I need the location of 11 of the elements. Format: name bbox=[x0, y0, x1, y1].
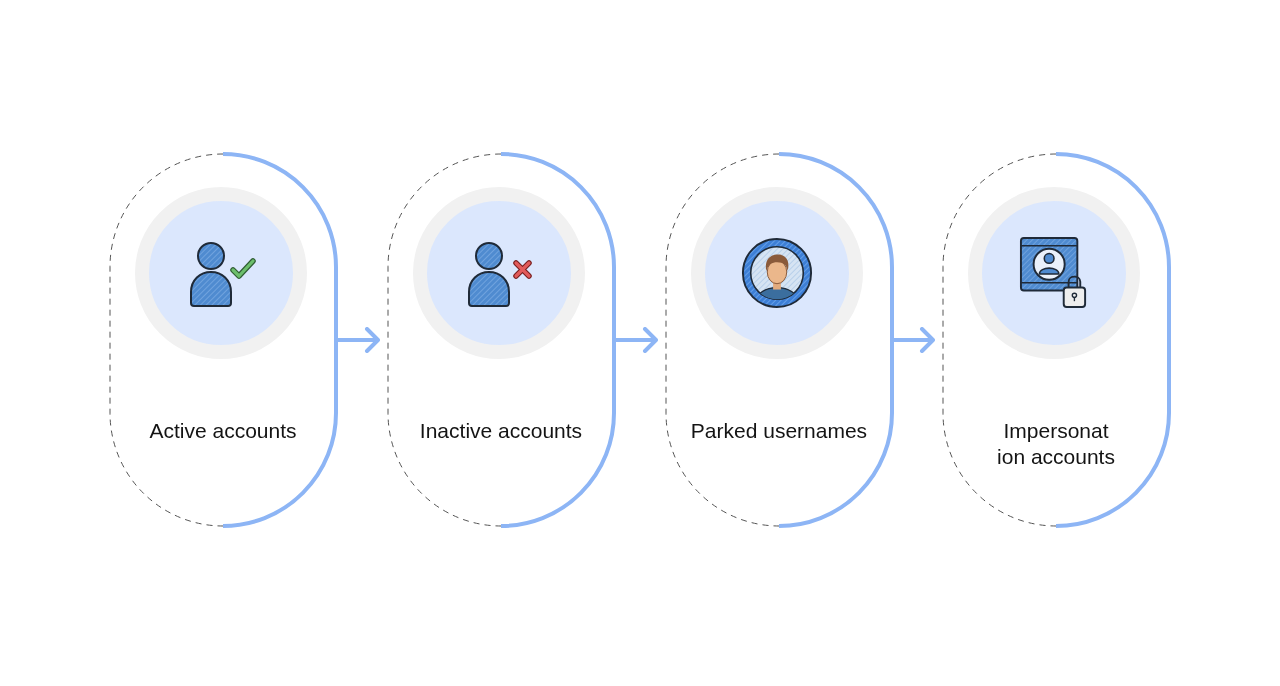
step-pill bbox=[386, 152, 616, 528]
step-label: Parked usernames bbox=[689, 418, 869, 444]
step-label: Inactive accounts bbox=[418, 418, 584, 444]
arrow bbox=[616, 327, 658, 353]
step-pill bbox=[108, 152, 338, 528]
step-label: Active accounts bbox=[148, 418, 298, 444]
step-label: Impersonat ion accounts bbox=[996, 418, 1116, 470]
arrow bbox=[894, 327, 935, 353]
step-pill bbox=[664, 152, 894, 528]
arrow bbox=[338, 327, 380, 353]
step-pill bbox=[941, 152, 1171, 528]
